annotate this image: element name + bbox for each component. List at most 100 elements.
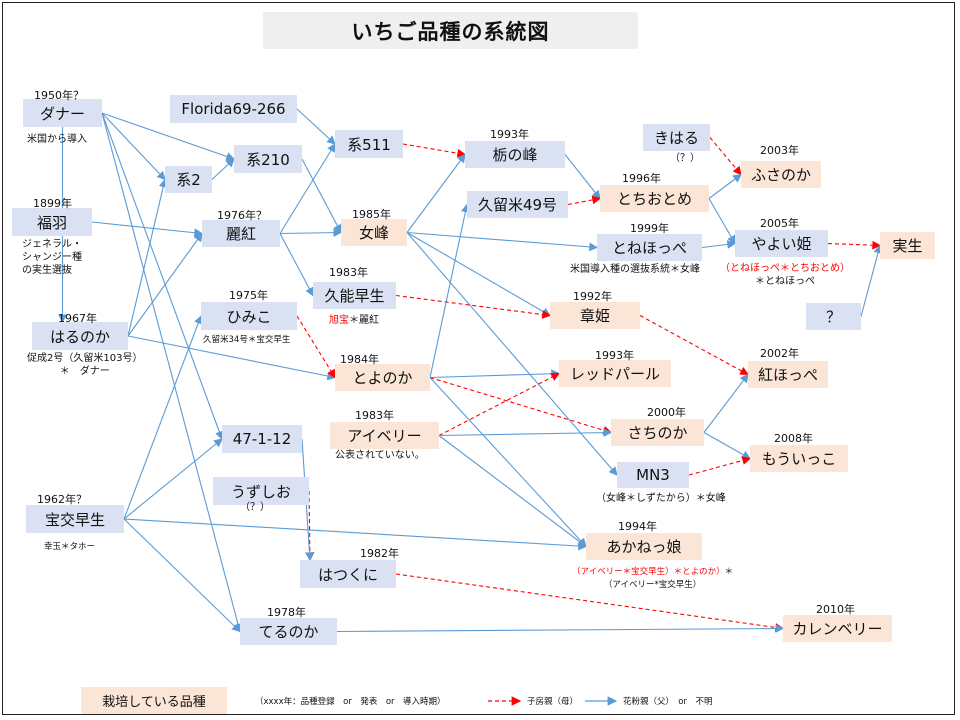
father-edge-harunoka-to-toyonoka (127, 335, 337, 381)
variety-note-segment: （アイベリー＊宝交早生）＊とよのか） (572, 567, 725, 577)
legend-father-label: 花粉親（父） or 不明 (623, 697, 713, 707)
father-edge-houkou-to-n47 (123, 438, 223, 520)
father-edge-tonehoppe-to-yayoihime (701, 240, 737, 249)
mother-edge-ivory-to-redpearl (438, 372, 560, 436)
mother-edge-toyonoka-to-sachinoka (429, 376, 613, 435)
variety-note-line: 米国導入種の選抜系統＊女峰 (570, 263, 700, 276)
variety-note-segment: ＊ ダナー (59, 366, 110, 377)
variety-node-unknown: ？ (806, 303, 861, 330)
variety-year: 1994年 (618, 520, 657, 533)
variety-note: 幸玉＊タホー (44, 541, 95, 554)
variety-note: 久留米34号＊宝交早生 (203, 334, 290, 347)
variety-node-houkou: 宝交早生 (26, 505, 124, 533)
variety-node-florida: Florida69-266 (170, 95, 297, 123)
variety-node-redpearl: レッドパール (559, 360, 671, 387)
variety-year: 1950年？ (34, 89, 84, 102)
variety-node-danner: ダナー (23, 99, 102, 127)
variety-note-line: 久留米34号＊宝交早生 (203, 334, 290, 347)
variety-node-yayoihime: やよい姫 (735, 230, 828, 257)
variety-note-line: 幸玉＊タホー (44, 541, 95, 554)
father-edge-unknown-to-mishou (860, 244, 883, 317)
mother-edge-kurume49-to-tochiotome (567, 195, 602, 206)
variety-note: （？） (240, 501, 270, 514)
variety-node-mishou: 実生 (880, 232, 935, 259)
variety-node-kurume49: 久留米49号 (467, 191, 568, 218)
father-edge-toyonoka-to-akanekko (429, 377, 587, 548)
legend-cultivated-swatch: 栽培している品種 (81, 687, 227, 714)
variety-node-akihime: 章姫 (550, 302, 640, 329)
mother-edge-kunou-to-akihime (395, 294, 552, 319)
variety-year: 1899年 (33, 197, 72, 210)
father-edge-danner-to-n47 (101, 112, 224, 441)
variety-node-himiko: ひみこ (201, 302, 297, 330)
variety-node-kei511: 系511 (335, 130, 403, 158)
father-edge-harunoka-to-reikou (127, 232, 203, 337)
variety-node-kiharu: きはる (643, 124, 710, 151)
father-edge-nyoho-to-tonehoppe (406, 231, 599, 252)
variety-node-akanekko: あかねっ娘 (586, 533, 702, 560)
variety-note-line: 促成2号（久留米103号） (27, 352, 142, 365)
variety-note-line: 旭宝＊麗紅 (329, 314, 379, 327)
father-edge-terunoka-to-karen (336, 624, 785, 633)
variety-note-segment: （女峰＊しずたから）＊女峰 (596, 493, 726, 504)
variety-node-benihoppe: 紅ほっぺ (748, 361, 828, 388)
variety-note-segment: 促成2号（久留米103号） (27, 353, 143, 364)
variety-note-line: の実生選抜 (22, 264, 82, 277)
father-edge-reikou-to-kunou (279, 233, 314, 297)
variety-year: 1967年 (58, 312, 97, 325)
father-edge-reikou-to-nyoho (279, 228, 343, 238)
mother-edge-uzushio-to-hatsukuni (305, 490, 315, 562)
variety-year: 2008年 (774, 432, 813, 445)
father-edge-tochiotome-to-fusanoka (708, 173, 742, 199)
variety-note: 旭宝＊麗紅 (329, 314, 379, 327)
father-edge-toyonoka-to-redpearl (429, 369, 561, 379)
variety-node-reikou: 麗紅 (202, 220, 280, 247)
variety-year: 2002年 (760, 347, 799, 360)
father-edge-tochinomine-to-tochiotome (564, 154, 601, 200)
variety-year: 2003年 (760, 144, 799, 157)
variety-year: 1983年 (355, 409, 394, 422)
variety-node-toyonoka: とよのか (335, 364, 430, 391)
variety-note: （？） (670, 152, 700, 165)
variety-note-segment: ジェネラル・ (22, 239, 82, 250)
variety-node-hatsukuni: はつくに (300, 560, 396, 588)
mother-edge-hatsukuni-to-karen (395, 573, 785, 632)
variety-note-segment: 久留米34号＊宝交早生 (203, 335, 291, 345)
variety-year: 2005年 (760, 217, 799, 230)
variety-year: 1993年 (595, 349, 634, 362)
father-edge-danner-to-terunoka (101, 112, 243, 633)
variety-node-tochiotome: とちおとめ (600, 185, 709, 212)
variety-note: 米国から導入 (27, 133, 87, 146)
variety-year: 1978年 (267, 606, 306, 619)
variety-note-segment: ＊麗紅 (349, 315, 379, 326)
mother-edge-kei511-to-tochinomine (402, 143, 467, 158)
variety-note: （とねほっぺ＊とちおとめ）＊とねほっぺ (720, 262, 850, 288)
variety-node-kei2: 系2 (165, 166, 212, 193)
variety-node-tochinomine: 栃の峰 (465, 141, 565, 168)
variety-year: 1976年？ (217, 209, 267, 222)
page-title: いちご品種の系統図 (263, 12, 638, 49)
mother-edge-yayoihime-to-mishou (827, 240, 882, 250)
father-edge-ivory-to-akanekko (438, 435, 587, 548)
variety-note: （女峰＊しずたから）＊女峰 (596, 492, 726, 505)
variety-node-fusanoka: ふさのか (741, 161, 821, 188)
variety-year: 1982年 (360, 547, 399, 560)
variety-node-kunou: 久能早生 (313, 282, 396, 309)
variety-note-segment: （とねほっぺ＊とちおとめ） (720, 263, 850, 274)
father-edge-sachinoka-to-benihoppe (703, 373, 749, 433)
variety-node-mn3: MN3 (617, 462, 689, 488)
variety-note-line: （？） (240, 501, 270, 514)
variety-note-segment: 幸玉＊タホー (44, 542, 96, 552)
variety-node-moikko: もういっこ (750, 445, 848, 472)
variety-year: 1983年 (329, 266, 368, 279)
father-edge-danner-to-kei2 (101, 112, 166, 181)
variety-node-karen: カレンベリー (783, 615, 892, 642)
variety-year: 1992年 (573, 290, 612, 303)
variety-note-segment: （アイベリー*宝交早生） (603, 580, 702, 590)
father-edge-kei2-to-kei210 (211, 158, 235, 180)
variety-node-sachinoka: さちのか (611, 419, 704, 446)
variety-note-line: ＊とねほっぺ (720, 275, 850, 288)
variety-node-nyoho: 女峰 (341, 219, 407, 246)
variety-note-segment: 旭宝 (329, 315, 349, 326)
variety-note-line: （？） (670, 152, 700, 165)
